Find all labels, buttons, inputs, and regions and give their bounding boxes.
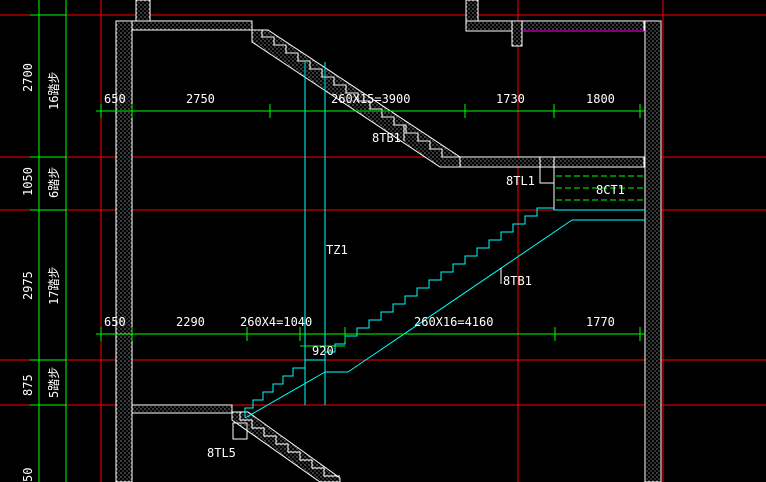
- lower-dimension-text: 650 2290 260X4=1040 260X16=4160 1770 920: [104, 315, 615, 358]
- upper-dim-2: 2750: [186, 92, 215, 106]
- left-dim-steps-1: 16踏步: [47, 72, 61, 110]
- tag-8tb1-middle: 8TB1: [503, 274, 532, 288]
- upper-dim-3: 260X15=3900: [331, 92, 410, 106]
- tag-8ct1: 8CT1: [596, 183, 625, 197]
- left-dim-value-4: 875: [21, 374, 35, 396]
- tag-tz1: TZ1: [326, 243, 348, 257]
- left-dim-value-2: 1050: [21, 167, 35, 196]
- dimension-line-lower: [96, 327, 645, 347]
- left-dim-steps-2: 6踏步: [47, 167, 61, 198]
- left-dim-value-5: 50: [21, 468, 35, 482]
- lower-dim-3: 260X4=1040: [240, 315, 312, 329]
- left-dimension-text: 2700 16踏步 1050 6踏步 2975 17踏步 875 5踏步 50: [21, 63, 61, 482]
- left-dim-value-1: 2700: [21, 63, 35, 92]
- tag-8tb1-upper: 8TB1: [372, 131, 401, 145]
- left-dim-steps-3: 17踏步: [47, 267, 61, 305]
- left-dim-value-3: 2975: [21, 271, 35, 300]
- lower-dim-5: 1770: [586, 315, 615, 329]
- walls: [115, 0, 662, 482]
- upper-dim-4: 1730: [496, 92, 525, 106]
- landing-platform: [539, 156, 644, 210]
- lower-dim-1: 650: [104, 315, 126, 329]
- lower-stair-flight: [231, 411, 341, 482]
- upper-dimension-text: 650 2750 260X15=3900 1730 1800: [104, 92, 615, 106]
- dimension-line-upper: [96, 104, 645, 118]
- upper-dim-1: 650: [104, 92, 126, 106]
- sub-dim-920: 920: [312, 344, 334, 358]
- middle-stair-flight: [244, 62, 645, 419]
- tag-8tl1: 8TL1: [506, 174, 535, 188]
- left-dimension-lines: [30, 0, 67, 482]
- upper-dim-5: 1800: [586, 92, 615, 106]
- left-dim-steps-4: 5踏步: [47, 367, 61, 398]
- lower-dim-2: 2290: [176, 315, 205, 329]
- tag-8tl5: 8TL5: [207, 446, 236, 460]
- lower-dim-4: 260X16=4160: [414, 315, 493, 329]
- component-tags: 8TB1 8TL1 8CT1 TZ1 8TB1 8TL5: [207, 125, 625, 460]
